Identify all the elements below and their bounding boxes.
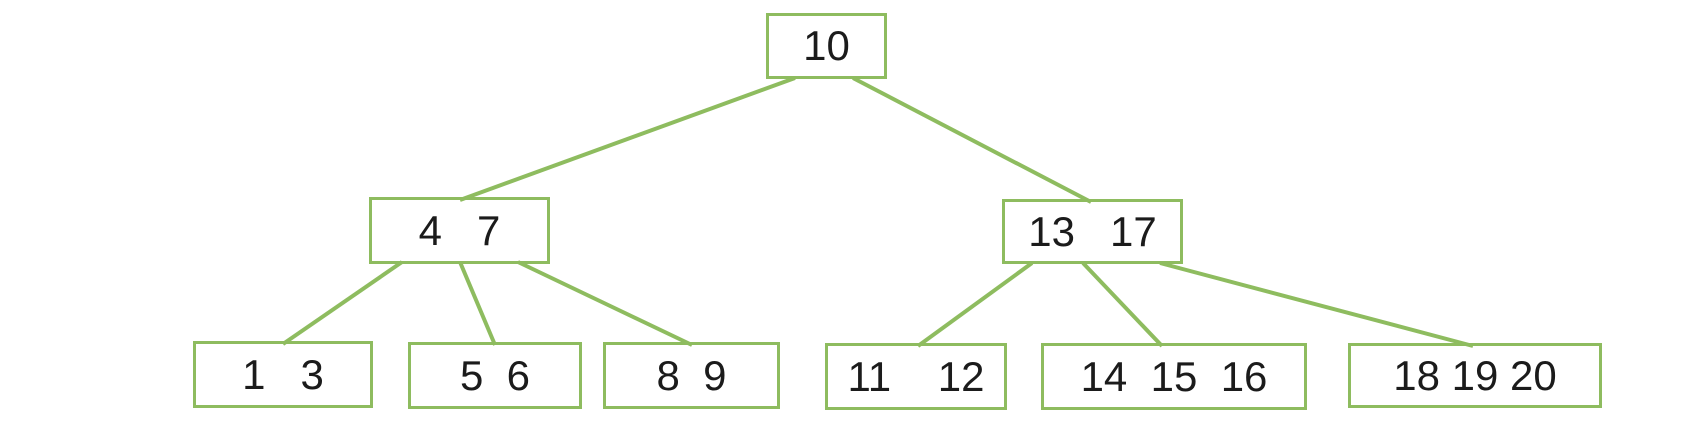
tree-node-left-internal: 4 7 [369,197,550,264]
node-keys: 5 6 [459,351,531,399]
edge-root-to-left-internal [459,76,796,202]
edge-root-to-right-internal [852,76,1092,204]
node-keys: 14 15 16 [1080,352,1268,400]
node-keys: 10 [803,22,850,69]
node-keys: 1 3 [242,350,324,398]
node-keys: 11 12 [847,352,985,400]
tree-node-leaf-1: 1 3 [193,341,373,408]
tree-node-leaf-4: 11 12 [825,343,1007,410]
node-keys: 13 17 [1028,207,1157,255]
edge-right-internal-to-leaf-6 [1159,261,1474,348]
edge-left-internal-to-leaf-3 [517,260,693,347]
edge-left-internal-to-leaf-2 [458,261,497,346]
edge-right-internal-to-leaf-4 [916,261,1034,348]
node-keys: 18 19 20 [1393,351,1557,399]
tree-node-right-internal: 13 17 [1002,199,1183,264]
node-keys: 8 9 [656,351,727,399]
tree-node-leaf-6: 18 19 20 [1348,343,1602,408]
tree-node-leaf-3: 8 9 [603,342,780,409]
node-keys: 4 7 [418,206,501,254]
tree-node-leaf-5: 14 15 16 [1041,343,1307,410]
tree-node-leaf-2: 5 6 [408,342,582,409]
edge-right-internal-to-leaf-5 [1081,261,1164,348]
edge-left-internal-to-leaf-1 [281,260,404,346]
tree-node-root: 10 [766,13,887,79]
